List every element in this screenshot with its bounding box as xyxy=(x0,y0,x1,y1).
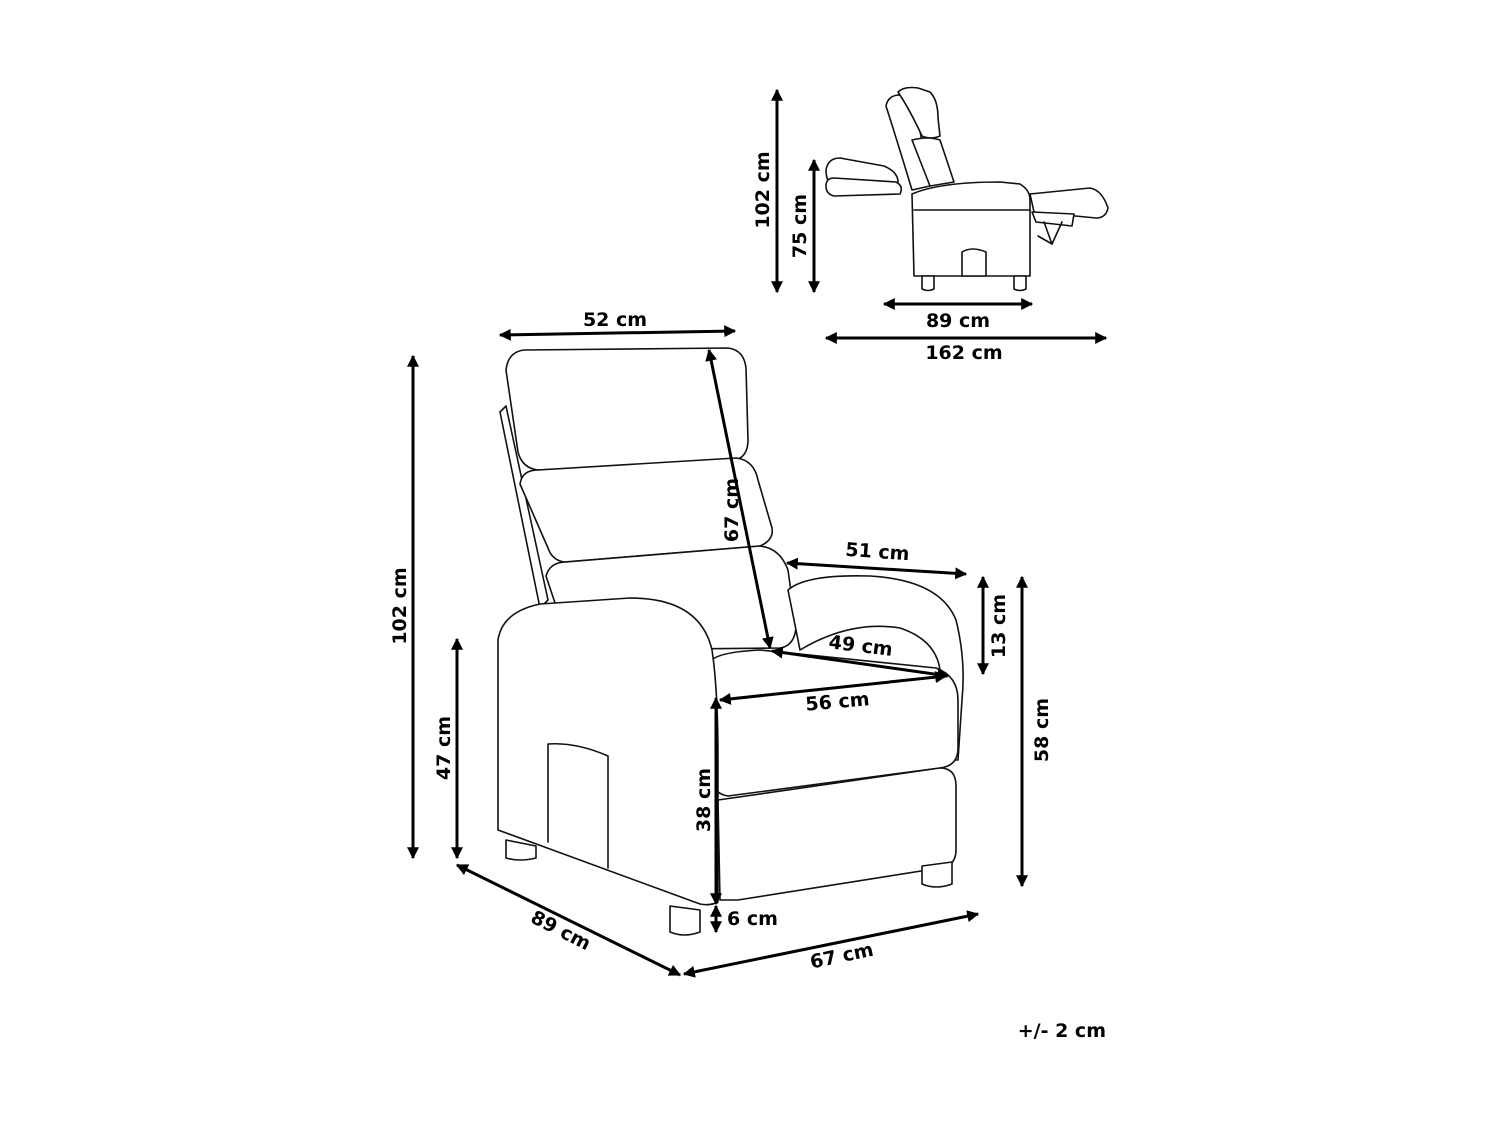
front-height-label: 102 cm xyxy=(389,567,411,644)
tolerance-note: +/- 2 cm xyxy=(1018,1020,1106,1042)
front-width-label: 52 cm xyxy=(583,309,647,331)
side-view-drawing xyxy=(825,86,1109,292)
arm-height-label: 47 cm xyxy=(433,716,455,780)
side-seat-height-label: 75 cm xyxy=(789,194,811,258)
armrest-above-seat-label: 13 cm xyxy=(988,594,1010,658)
seat-depth-label: 49 cm xyxy=(828,631,894,661)
width-label: 67 cm xyxy=(808,939,875,974)
seat-height-label: 38 cm xyxy=(693,768,715,832)
dimension-arrows xyxy=(407,88,1108,978)
reclined-length-label: 162 cm xyxy=(925,342,1002,364)
total-side-height-label: 58 cm xyxy=(1031,698,1053,762)
leg-height-label: 6 cm xyxy=(727,908,778,930)
backrest-length-label: 67 cm xyxy=(721,478,743,542)
depth-label: 89 cm xyxy=(527,906,594,955)
upper-seat-width-label: 51 cm xyxy=(845,539,911,565)
side-depth-label: 89 cm xyxy=(926,310,990,332)
side-height-label: 102 cm xyxy=(752,151,774,228)
